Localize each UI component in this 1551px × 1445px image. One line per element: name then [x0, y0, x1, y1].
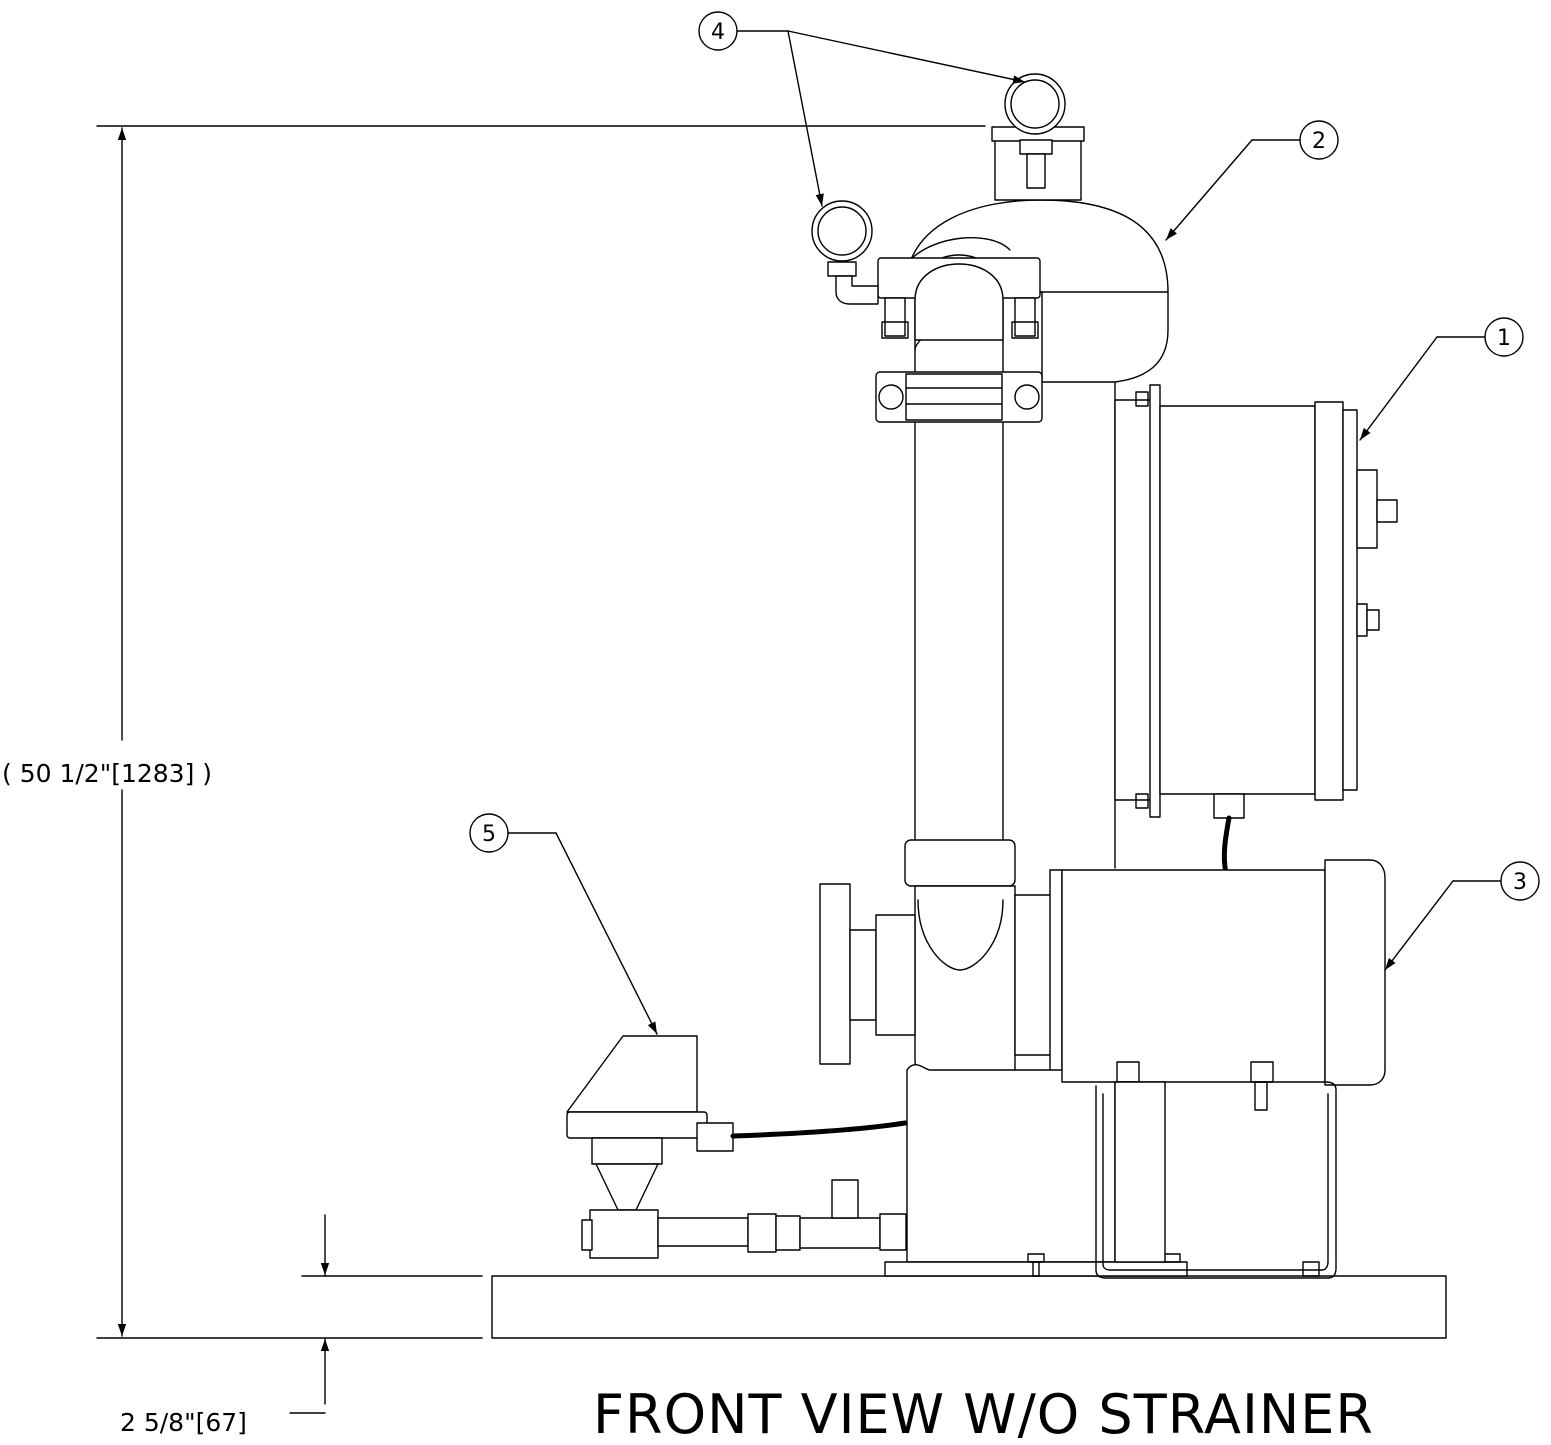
control-panel [1114, 384, 1398, 876]
svg-text:2: 2 [1312, 129, 1326, 154]
flow-switch-assembly [566, 1035, 908, 1259]
base-thickness-label: 2 5/8"[67] [120, 1408, 247, 1437]
base-plate [491, 1275, 1447, 1339]
separator-tank [875, 126, 1169, 423]
balloon-5: 5 [469, 813, 658, 1035]
svg-text:4: 4 [711, 20, 725, 45]
view-title: FRONT VIEW W/O STRAINER [593, 1383, 1374, 1445]
svg-text:3: 3 [1513, 870, 1527, 895]
balloon-2: 2 [1165, 120, 1339, 241]
balloon-3: 3 [1384, 861, 1540, 971]
svg-text:5: 5 [482, 822, 496, 847]
pressure-gauges [811, 73, 1066, 305]
balloon-4: 4 [698, 11, 1026, 207]
dimension-overall-height: ( 50 1/2"[1283] ) [2, 125, 986, 1339]
vertical-pipe [914, 381, 1116, 869]
overall-height-label: ( 50 1/2"[1283] ) [2, 759, 212, 788]
pump-volute [819, 839, 1320, 1277]
balloon-1: 1 [1359, 317, 1524, 441]
dimension-base-thickness: 2 5/8"[67] [120, 1214, 483, 1437]
motor [1061, 859, 1386, 1279]
svg-text:1: 1 [1497, 326, 1511, 351]
